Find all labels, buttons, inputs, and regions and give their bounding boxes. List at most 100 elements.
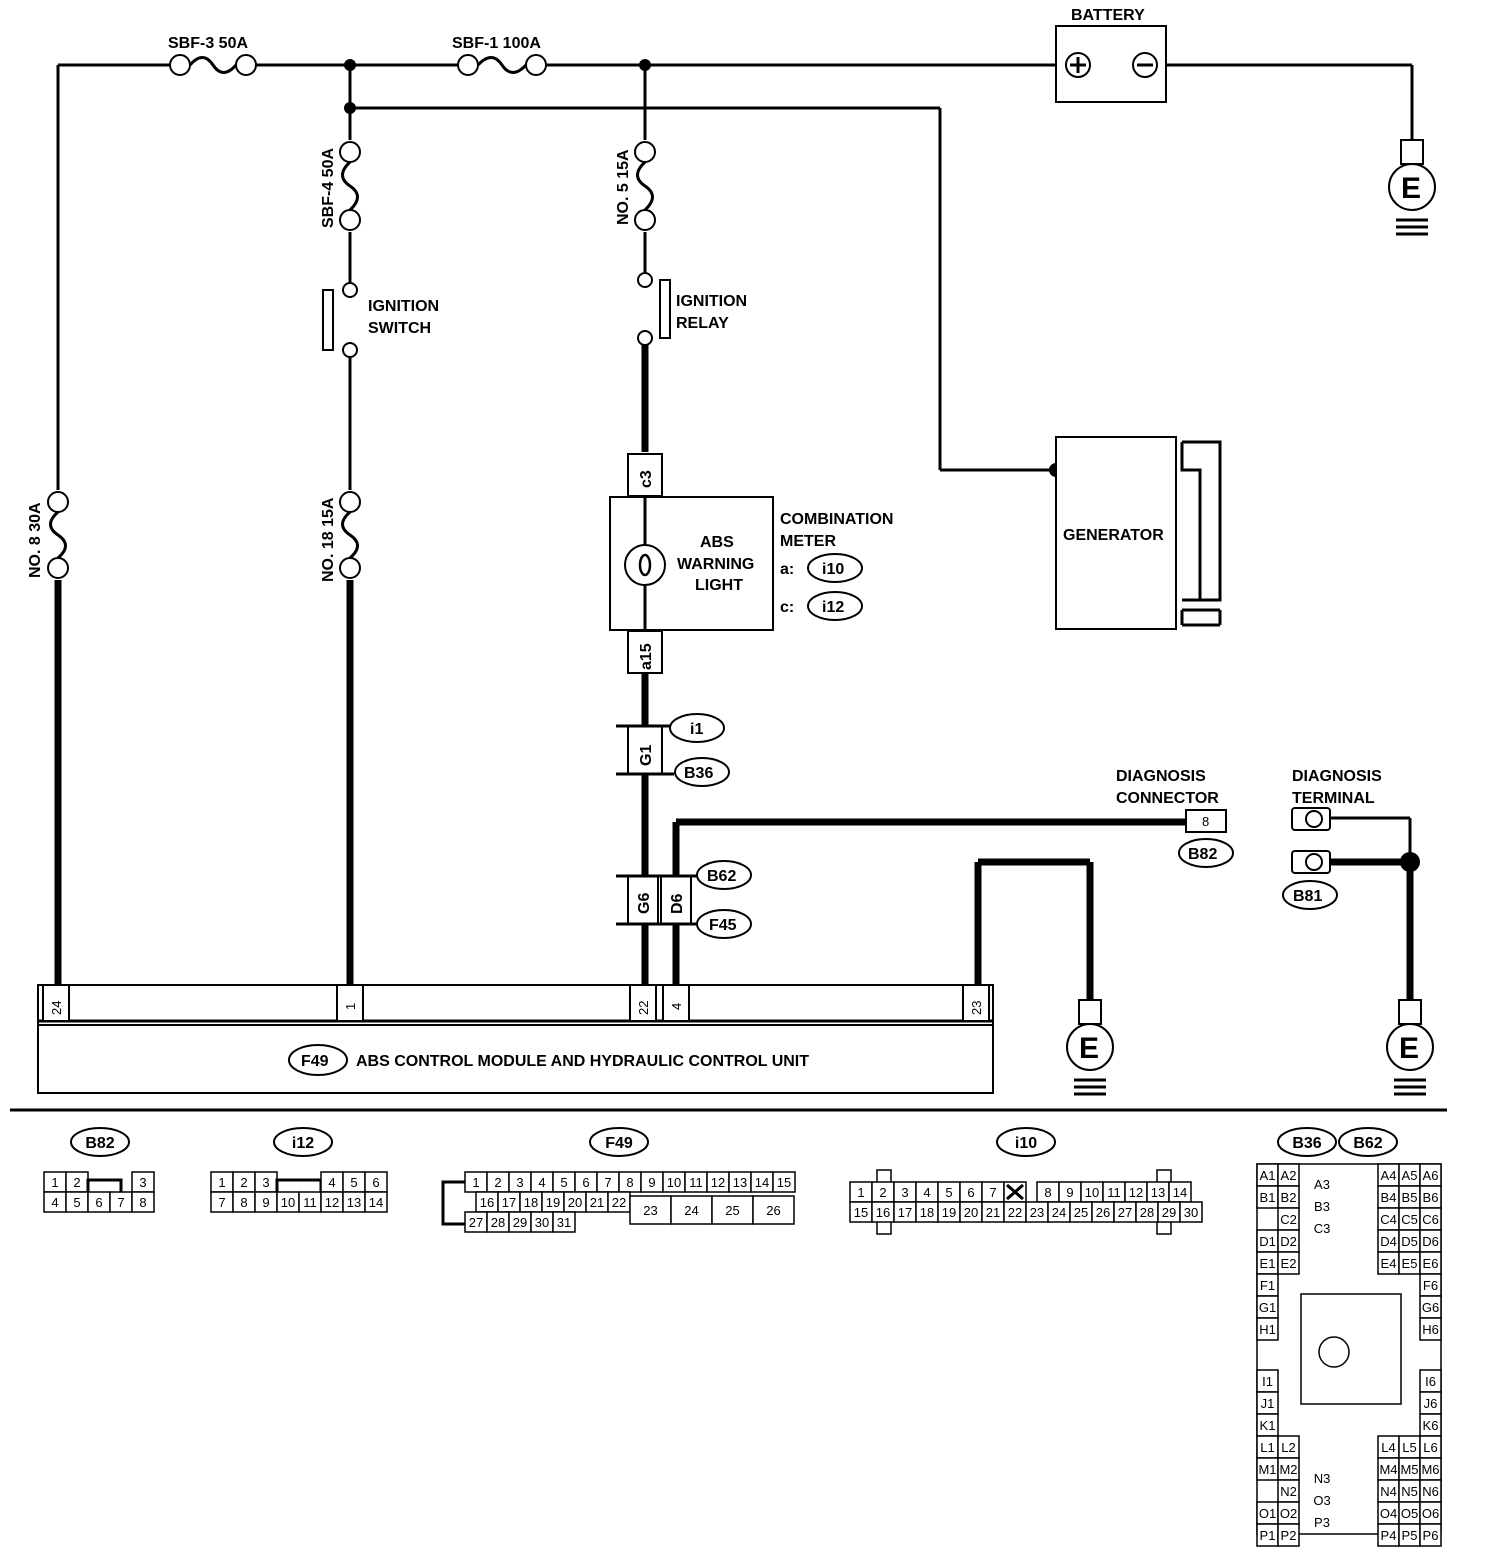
i12-pin: 9 <box>262 1195 269 1210</box>
b36-pin: B1 <box>1260 1190 1276 1205</box>
i10-pin: 25 <box>1074 1205 1088 1220</box>
b82-pin: 1 <box>51 1175 58 1190</box>
b36-pin: I6 <box>1425 1374 1436 1389</box>
f49-cell <box>752 1195 795 1225</box>
fuse-no18: NO. 18 15A <box>320 491 361 582</box>
i12-pin: 8 <box>240 1195 247 1210</box>
b36-pin: D5 <box>1401 1234 1418 1249</box>
wires <box>54 59 1420 1000</box>
b36-pin: L6 <box>1423 1440 1437 1455</box>
i10-pin: 19 <box>942 1205 956 1220</box>
i10-pin: 16 <box>876 1205 890 1220</box>
ground-battery-label: E <box>1401 172 1421 205</box>
b36-pin: C4 <box>1380 1212 1397 1227</box>
f49-pin: 30 <box>535 1215 549 1230</box>
diagnosis-terminal-label-2: TERMINAL <box>1292 790 1375 807</box>
fuse-no8-label: NO. 8 30A <box>27 502 44 578</box>
i12-pin: 10 <box>281 1195 295 1210</box>
f49-pin: 27 <box>469 1215 483 1230</box>
f49-cell <box>552 1211 576 1233</box>
i12-pin: 4 <box>328 1175 335 1190</box>
b36-pin: E4 <box>1381 1256 1397 1271</box>
b62-face-title: B62 <box>1353 1135 1382 1152</box>
ground-diagnosis: E <box>1386 999 1434 1096</box>
connector-f45-tag: F45 <box>709 917 737 934</box>
b36-pin: M1 <box>1258 1462 1276 1477</box>
b36-pin: B5 <box>1402 1190 1418 1205</box>
i10-blank-pin <box>1006 1183 1024 1201</box>
connector-d6: D6 <box>669 893 686 914</box>
f49-pin: 15 <box>777 1175 791 1190</box>
fuse-sbf1-label: SBF-1 100A <box>452 35 541 52</box>
i12-pin: 6 <box>372 1175 379 1190</box>
f49-pin: 21 <box>590 1195 604 1210</box>
ignition-relay-label-1: IGNITION <box>676 293 747 310</box>
b36-pin: A4 <box>1381 1168 1397 1183</box>
fuse-no5-label: NO. 5 15A <box>615 149 632 225</box>
b36-pin: K6 <box>1423 1418 1439 1433</box>
b82-pin: 6 <box>95 1195 102 1210</box>
b36-pin: K1 <box>1260 1418 1276 1433</box>
f49-pin: 18 <box>524 1195 538 1210</box>
b36-pin: M6 <box>1421 1462 1439 1477</box>
b36-cell <box>1419 1317 1442 1341</box>
f49-pin: 9 <box>648 1175 655 1190</box>
b36-cell <box>1419 1523 1442 1547</box>
i12-pin: 12 <box>325 1195 339 1210</box>
f49-pin: 28 <box>491 1215 505 1230</box>
b36-pin: H6 <box>1422 1322 1439 1337</box>
i12-face-title-oval <box>273 1127 333 1157</box>
i12-pin: 11 <box>303 1195 317 1210</box>
b36-pin: B6 <box>1423 1190 1439 1205</box>
b36-mid-pin: A3 <box>1314 1177 1330 1192</box>
b36-pin: P5 <box>1402 1528 1418 1543</box>
connector-b81-tag: B81 <box>1293 888 1322 905</box>
fuse-no18-label: NO. 18 15A <box>320 497 337 582</box>
i10-pin: 28 <box>1140 1205 1154 1220</box>
f49-pin: 22 <box>612 1195 626 1210</box>
f49-cell <box>629 1195 672 1225</box>
b36-pin: L1 <box>1260 1440 1274 1455</box>
f49-pin: 19 <box>546 1195 560 1210</box>
b36-pin: N6 <box>1422 1484 1439 1499</box>
f49-pin: 20 <box>568 1195 582 1210</box>
f49-pin: 26 <box>766 1203 780 1218</box>
b36-center-block <box>1300 1293 1402 1405</box>
f49-pin: 6 <box>582 1175 589 1190</box>
diagnosis-connector-label-1: DIAGNOSIS <box>1116 768 1206 785</box>
b36-pin: O1 <box>1259 1506 1276 1521</box>
ground-battery: E <box>1388 139 1436 236</box>
battery-label: BATTERY <box>1071 7 1145 24</box>
i10-pin: 6 <box>967 1185 974 1200</box>
ignition-switch: IGNITION SWITCH <box>322 282 439 358</box>
b82-pin: 8 <box>139 1195 146 1210</box>
connector-g1: G1 <box>638 745 655 766</box>
fuse-no8: NO. 8 30A <box>27 491 69 579</box>
f49-pin: 24 <box>684 1203 698 1218</box>
b82-key <box>86 1178 123 1192</box>
diagnosis-connector-pin: 8 <box>1202 814 1209 829</box>
ground-diagnosis-label: E <box>1399 1032 1419 1065</box>
b36-pin: C2 <box>1280 1212 1297 1227</box>
b36-center-hole <box>1318 1336 1350 1368</box>
b36-pin: G1 <box>1259 1300 1276 1315</box>
i10-pin: 4 <box>923 1185 930 1200</box>
b36-pin: L2 <box>1281 1440 1295 1455</box>
b36-pin: P1 <box>1260 1528 1276 1543</box>
b36-pin: P6 <box>1423 1528 1439 1543</box>
ignition-switch-label-2: SWITCH <box>368 320 431 337</box>
b36-pin: A2 <box>1281 1168 1297 1183</box>
combination-meter-label-2: METER <box>780 533 836 550</box>
b36-pin: O2 <box>1280 1506 1297 1521</box>
i10-pin: 20 <box>964 1205 978 1220</box>
i10-pin: 12 <box>1129 1185 1143 1200</box>
connector-g6: G6 <box>636 893 653 914</box>
i12-pin: 7 <box>218 1195 225 1210</box>
i10-face-title-oval <box>996 1127 1056 1157</box>
connector-b36-tag: B36 <box>684 765 713 782</box>
fuse-sbf3-label: SBF-3 50A <box>168 35 248 52</box>
abs-module: 24 1 22 4 23 F49 ABS CONTROL MODULE AND … <box>37 984 994 1094</box>
abs-warning-label-2: WARNING <box>677 556 754 573</box>
f49-pin: 2 <box>494 1175 501 1190</box>
b36-pin: C6 <box>1422 1212 1439 1227</box>
